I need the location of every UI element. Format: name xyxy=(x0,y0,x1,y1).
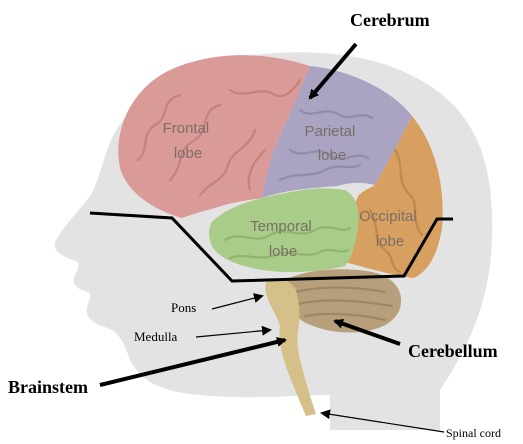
frontal-lobe-label-line2: lobe xyxy=(174,145,202,162)
parietal-lobe-label-line2: lobe xyxy=(318,147,346,164)
frontal-lobe-label-line1: Frontal xyxy=(163,120,210,137)
temporal-lobe-label-line1: Temporal xyxy=(250,218,312,235)
occipital-lobe-label-line1: Occipital xyxy=(359,208,417,225)
cerebrum-label: Cerebrum xyxy=(350,10,430,30)
pons-label: Pons xyxy=(171,300,196,315)
brainstem-label: Brainstem xyxy=(8,377,88,397)
occipital-lobe-label-line2: lobe xyxy=(376,233,404,250)
temporal-lobe-label-line2: lobe xyxy=(269,243,297,260)
parietal-lobe-label-line1: Parietal xyxy=(304,123,355,140)
cerebellum-label: Cerebellum xyxy=(408,341,498,361)
medulla-label: Medulla xyxy=(134,329,178,344)
spinal-cord-label: Spinal cord xyxy=(446,426,501,440)
